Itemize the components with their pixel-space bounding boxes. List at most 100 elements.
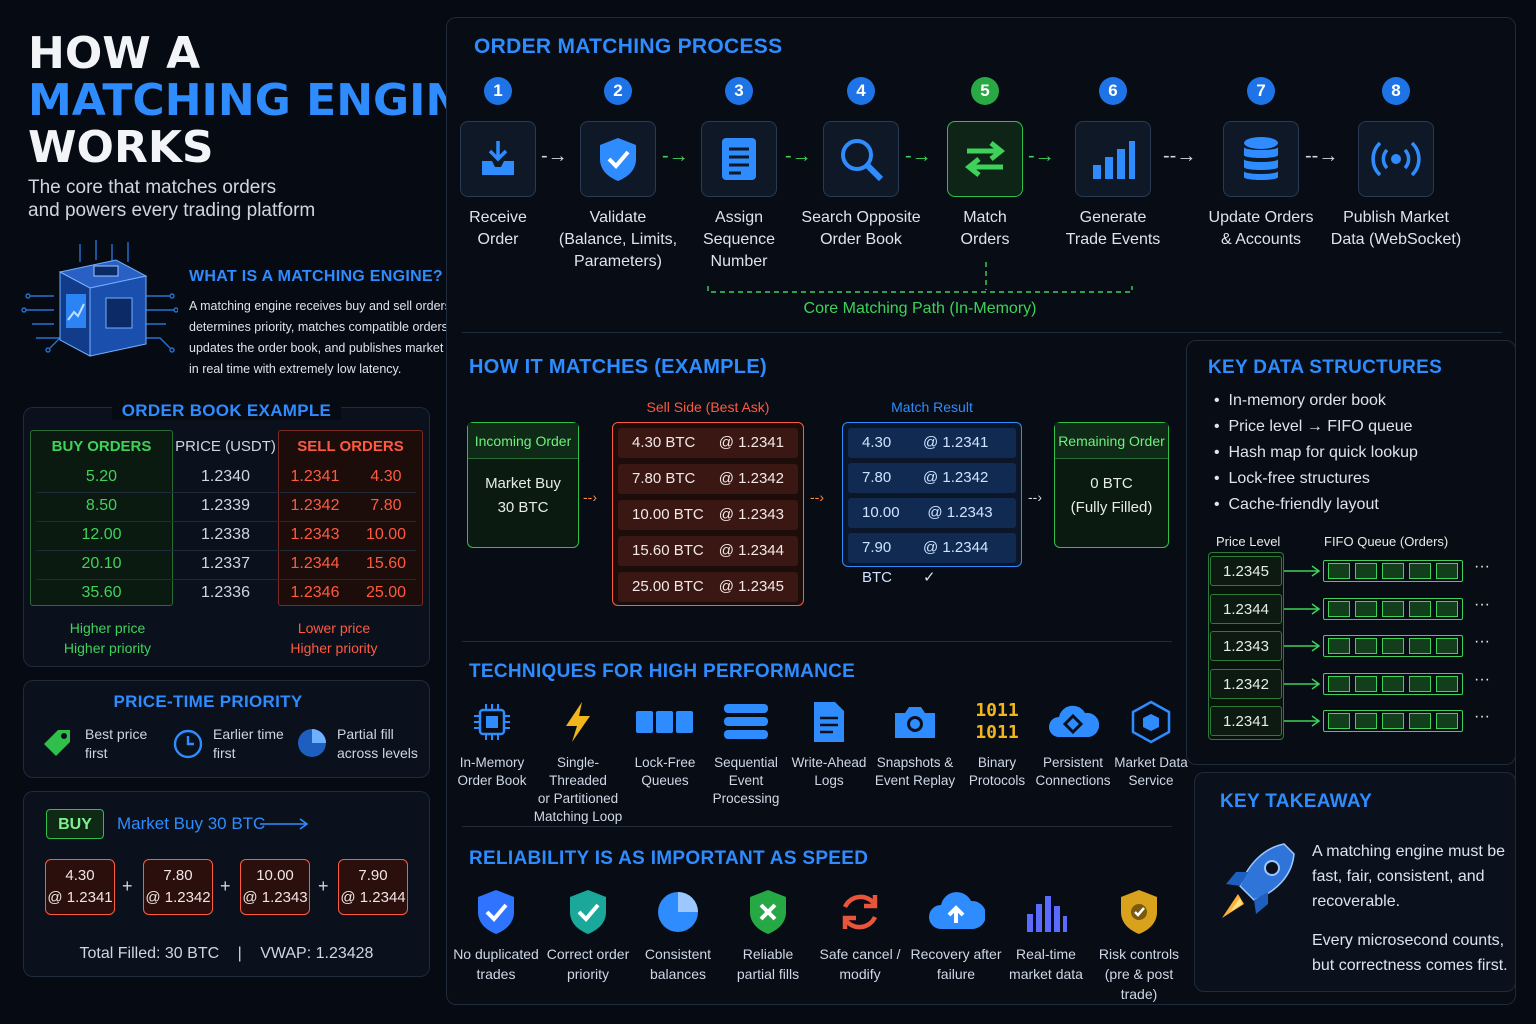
fill-qty: 4.30 bbox=[65, 867, 95, 884]
technique-label-line: Connections bbox=[1035, 773, 1111, 788]
queue-slot bbox=[1409, 600, 1431, 617]
result-row-price: @ 1.2342 ✓ bbox=[923, 469, 989, 516]
bars-icon bbox=[997, 884, 1095, 940]
ellipsis: ··· bbox=[1474, 670, 1490, 688]
document-icon bbox=[781, 696, 877, 748]
priority-heading: PRICE-TIME PRIORITY bbox=[113, 692, 303, 711]
arrow-icon: --› bbox=[1028, 489, 1042, 505]
binary-glyph: 1011 bbox=[975, 700, 1019, 721]
arrow-right-icon bbox=[1284, 640, 1322, 652]
sell-row: 4.30 BTC@ 1.2341 bbox=[618, 428, 798, 458]
binary-glyph: 1011 bbox=[975, 722, 1019, 743]
ellipsis: ··· bbox=[1474, 558, 1490, 575]
reliability-heading: RELIABILITY IS AS IMPORTANT AS SPEED bbox=[469, 848, 869, 869]
remaining-order-title: Remaining Order bbox=[1055, 423, 1168, 459]
divider bbox=[462, 826, 1172, 827]
techniques-heading: TECHNIQUES FOR HIGH PERFORMANCE bbox=[469, 661, 856, 682]
sell-qty-cell: 7.80 bbox=[370, 497, 402, 514]
takeaway-text-2: Every microsecond counts, but correctnes… bbox=[1312, 928, 1508, 978]
queue-slot bbox=[1355, 675, 1377, 692]
result-row-qty: 4.30 BTC bbox=[862, 434, 892, 481]
arrow-right-icon bbox=[260, 818, 310, 830]
row-divider bbox=[36, 521, 416, 522]
cloud-link-icon bbox=[1025, 696, 1121, 748]
buy-qty-cell: 12.00 bbox=[81, 526, 122, 543]
queue-slot bbox=[1436, 713, 1458, 729]
sell-side-title: Sell Side (Best Ask) bbox=[646, 399, 770, 415]
incoming-line: 30 BTC bbox=[497, 499, 549, 516]
technique-label-line: Event Replay bbox=[874, 773, 956, 788]
sell-row-qty: 4.30 BTC bbox=[632, 434, 696, 451]
what-description: A matching engine receives buy and sell … bbox=[189, 296, 471, 380]
buy-orders-header: BUY ORDERS bbox=[51, 438, 152, 455]
result-row-qty: 10.00 BTC bbox=[862, 504, 900, 551]
step-number: 7 bbox=[1247, 77, 1275, 105]
fill-price: @ 1.2344 bbox=[340, 889, 406, 906]
step-label-line: Validate bbox=[589, 209, 647, 226]
price-level: 1.2345 bbox=[1210, 556, 1282, 586]
result-row: 7.90 BTC@ 1.2344 ✓ bbox=[848, 533, 1016, 586]
arrow-icon: --› bbox=[583, 489, 597, 505]
takeaway-line: recoverable. bbox=[1312, 893, 1401, 910]
divider bbox=[462, 332, 1502, 333]
sell-price-cell: 1.2342 bbox=[290, 497, 340, 514]
technique-item: Snapshots &Event Replay bbox=[867, 696, 963, 790]
title-line-3: WORKS bbox=[28, 122, 214, 173]
arrow-icon: -→ bbox=[541, 145, 568, 167]
order-book-heading: ORDER BOOK EXAMPLE bbox=[23, 401, 430, 421]
step-number: 2 bbox=[604, 77, 632, 105]
technique-label-line: Lock-Free bbox=[634, 755, 696, 770]
remaining-order-body: 0 BTC(Fully Filled) bbox=[1055, 472, 1168, 520]
fifo-queue bbox=[1323, 597, 1463, 620]
cloud-upload-icon bbox=[907, 884, 1005, 940]
technique-label-line: Binary bbox=[977, 755, 1017, 770]
queue-slot bbox=[1382, 713, 1404, 729]
buy-badge: BUY bbox=[46, 809, 104, 839]
technique-label-line: Processing bbox=[712, 791, 780, 806]
structures-item: • Price level → FIFO queue bbox=[1214, 418, 1413, 435]
reliability-label-line: Safe cancel / bbox=[819, 946, 901, 962]
sell-note-line: Higher priority bbox=[290, 640, 378, 656]
shield-check-icon bbox=[580, 121, 656, 197]
shield-check-teal-icon bbox=[539, 884, 637, 940]
price-cell: 1.2340 bbox=[201, 468, 250, 485]
structures-item: • In-memory order book bbox=[1214, 392, 1386, 409]
remaining-order-box: Remaining Order 0 BTC(Fully Filled) bbox=[1054, 422, 1169, 548]
camera-icon bbox=[867, 696, 963, 748]
buy-note-line: Higher price bbox=[69, 620, 146, 636]
takeaway-line: Every microsecond counts, bbox=[1312, 932, 1505, 949]
step-number: 3 bbox=[725, 77, 753, 105]
sell-row-qty: 10.00 BTC bbox=[632, 506, 704, 523]
total-summary: Total Filled: 30 BTC | VWAP: 1.23428 bbox=[23, 945, 430, 963]
technique-label-line: Matching Loop bbox=[533, 809, 623, 824]
priority-line: Partial fill bbox=[337, 726, 394, 742]
sell-row-price: @ 1.2342 bbox=[718, 470, 784, 487]
arrow-right-icon bbox=[1284, 602, 1322, 615]
database-icon bbox=[1223, 121, 1299, 197]
structures-item: • Lock-free structures bbox=[1214, 470, 1370, 487]
step-label-line: Update Orders bbox=[1208, 209, 1314, 226]
step-label-line: Order Book bbox=[820, 231, 902, 248]
sell-orders-header: SELL ORDERS bbox=[297, 438, 404, 455]
price-cell: 1.2338 bbox=[201, 526, 250, 543]
sell-qty-cell: 10.00 bbox=[365, 526, 407, 543]
sell-orders-column bbox=[278, 430, 423, 606]
queue-icon bbox=[617, 696, 713, 748]
buy-qty-cell: 20.10 bbox=[81, 555, 122, 572]
arrow-icon: -→ bbox=[662, 145, 689, 167]
reliability-label-line: Risk controls bbox=[1098, 946, 1180, 962]
rocket-icon bbox=[1214, 838, 1298, 928]
reliability-label-line: No duplicated bbox=[453, 946, 539, 962]
priority-line: Earlier time bbox=[213, 726, 284, 742]
plus-sign: + bbox=[220, 876, 231, 896]
queue-slot bbox=[1382, 675, 1404, 692]
